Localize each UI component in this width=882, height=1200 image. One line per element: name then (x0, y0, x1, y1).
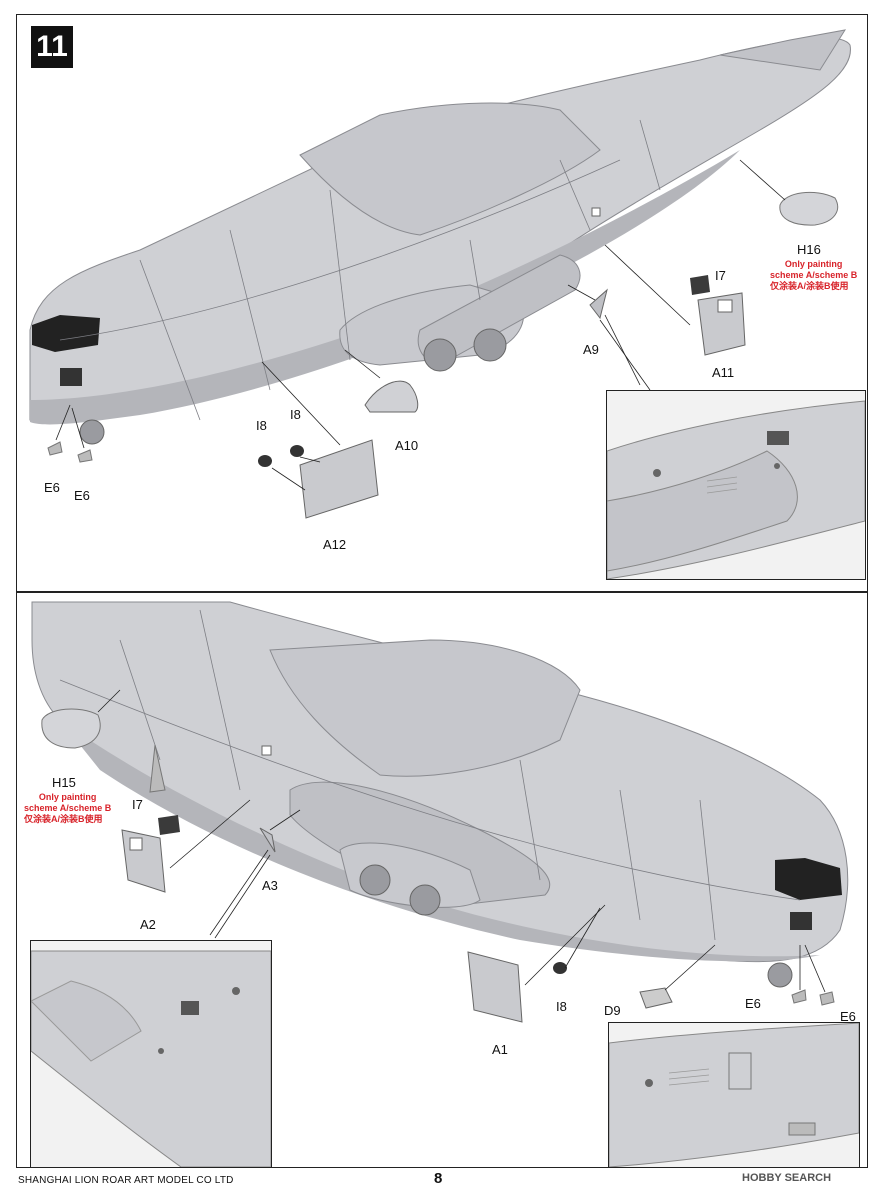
bottom-leader-lines (97, 689, 826, 993)
label-a10: A10 (395, 438, 419, 453)
bottom-right-inset-drawing (609, 1023, 859, 1167)
step-number-badge: 11 (31, 26, 73, 68)
note-top-line2: scheme A/scheme B (770, 270, 858, 280)
part-h16-shape (779, 191, 839, 226)
part-a12-shape (299, 439, 379, 519)
top-detail-inset (606, 390, 866, 580)
label-bottom-i8: I8 (556, 999, 567, 1014)
bottom-left-inset-drawing (31, 950, 271, 1167)
top-leader-lines (55, 159, 786, 491)
part-bottom-e6a-shape (791, 989, 807, 1004)
part-d9-shape (639, 987, 673, 1009)
label-top-i7: I7 (715, 268, 726, 283)
part-i7-shape (690, 275, 710, 295)
bottom-side-windows (790, 912, 812, 930)
part-a10-shape (364, 380, 419, 413)
top-gear-pod (417, 254, 581, 366)
note-top-line1: Only painting (784, 259, 843, 269)
top-nose-wheel (79, 419, 105, 445)
part-bottom-e6b-shape (819, 991, 835, 1006)
top-wheel-2 (473, 328, 507, 362)
bottom-right-detail-inset (608, 1022, 860, 1168)
part-a2-window (129, 837, 143, 851)
part-e6a-shape (47, 441, 63, 456)
bottom-nose-wheel (767, 962, 793, 988)
top-panel-lines (59, 119, 661, 421)
label-a12: A12 (323, 537, 347, 552)
note-top-scheme: Only painting scheme A/scheme B 仅涂装A/涂装B… (770, 259, 857, 292)
bottom-small-window (261, 745, 272, 756)
top-inset-drawing (607, 400, 865, 579)
footer-page-number: 8 (434, 1170, 443, 1187)
label-a11: A11 (712, 365, 735, 380)
note-top-line3: 仅涂装A/涂装B使用 (770, 281, 849, 291)
part-a9-shape (589, 288, 608, 320)
footer-company: SHANGHAI LION ROAR ART MODEL CO LTD (18, 1175, 234, 1186)
bottom-fuselage-shade (60, 720, 820, 962)
part-a3-shape (259, 827, 276, 853)
part-bottom-i7-shape (158, 815, 180, 835)
bottom-gear-pod (289, 781, 551, 906)
part-a11-window-1 (717, 299, 733, 313)
label-a1: A1 (492, 1042, 508, 1057)
top-wheel-1 (423, 338, 457, 372)
part-h15-shape (41, 708, 101, 749)
label-bottom-e6b: E6 (840, 1009, 856, 1024)
top-small-window (591, 207, 601, 217)
step-number: 11 (36, 30, 68, 63)
part-e6b-shape (77, 449, 93, 463)
part-a11-shape (697, 292, 746, 356)
note-bottom-line3: 仅涂装A/涂装B使用 (24, 814, 103, 824)
top-tail-fin (719, 29, 847, 71)
top-side-windows (60, 368, 82, 386)
label-top-i8a: I8 (256, 418, 267, 433)
top-wing (299, 102, 601, 236)
note-bottom-scheme: Only painting scheme A/scheme B 仅涂装A/涂装B… (24, 792, 111, 825)
part-bottom-i8-shape (553, 962, 567, 974)
bottom-wheel-2 (409, 884, 441, 916)
note-bottom-line1: Only painting (38, 792, 97, 802)
label-top-i8b: I8 (290, 407, 301, 422)
part-i8a-shape (258, 455, 272, 467)
label-a2: A2 (140, 917, 156, 932)
label-a9: A9 (583, 342, 599, 357)
label-h16: H16 (797, 242, 821, 257)
label-top-e6a: E6 (44, 480, 60, 495)
bottom-cockpit-windows (775, 858, 842, 900)
bottom-panel-lines (59, 609, 801, 941)
bottom-wheel-1 (359, 864, 391, 896)
note-bottom-line2: scheme A/scheme B (24, 803, 112, 813)
part-a1-shape (467, 951, 523, 1023)
label-a3: A3 (262, 878, 278, 893)
bottom-wing (269, 639, 581, 777)
label-bottom-i7: I7 (132, 797, 143, 812)
part-i8b-shape (290, 445, 304, 457)
top-cockpit-windows (32, 315, 100, 352)
part-a2-shape (121, 829, 166, 893)
label-h15: H15 (52, 775, 76, 790)
label-top-e6b: E6 (74, 488, 90, 503)
top-fuselage-shade (30, 150, 740, 425)
bottom-left-detail-inset (30, 940, 272, 1168)
bottom-strut (149, 744, 166, 793)
label-bottom-e6a: E6 (745, 996, 761, 1011)
footer-watermark: HOBBY SEARCH (742, 1172, 832, 1184)
label-d9: D9 (604, 1003, 621, 1018)
